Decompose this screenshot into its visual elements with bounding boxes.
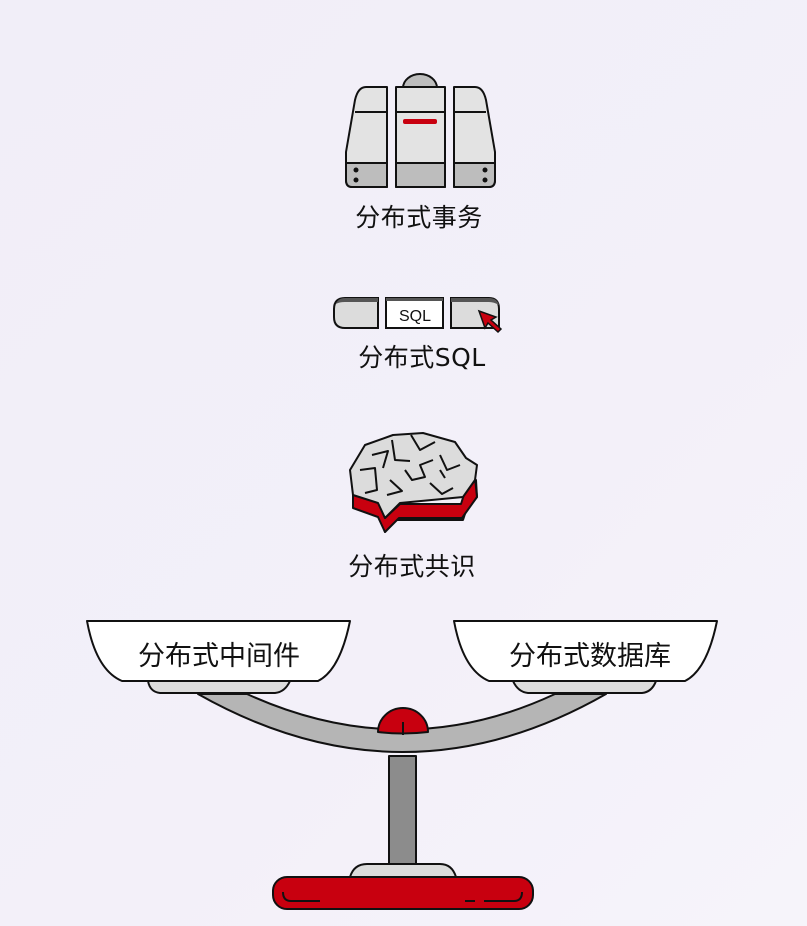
brain-maze-icon [349,432,478,533]
server-cabinet-icon [345,73,496,188]
item-label-sql: 分布式SQL [358,343,486,372]
left-pan-label: 分布式中间件 [138,641,300,672]
item-label-consensus: 分布式共识 [348,552,476,581]
sql-icon-text: SQL [399,308,431,325]
right-pan-label: 分布式数据库 [509,641,671,672]
sql-toolbar-icon [333,297,503,334]
balance-scale-icon [86,620,718,910]
item-label-transaction: 分布式事务 [355,203,483,232]
